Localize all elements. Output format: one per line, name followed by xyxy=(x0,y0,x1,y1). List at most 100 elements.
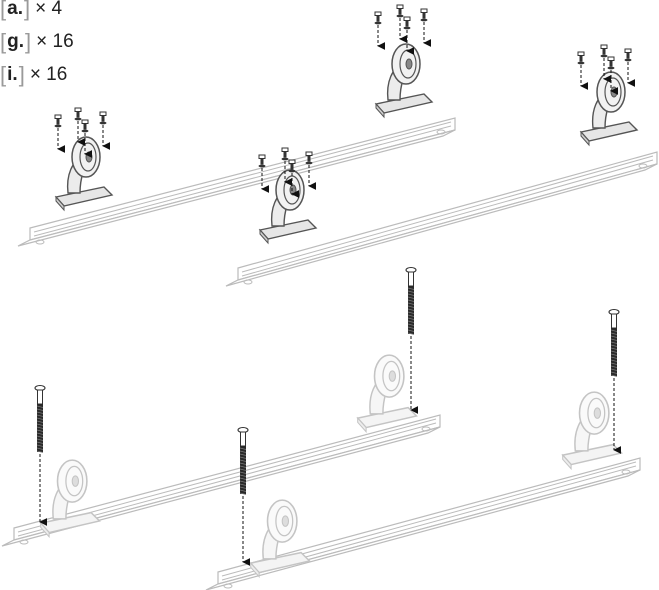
bolt-icon xyxy=(578,52,585,86)
long-bolt-neck xyxy=(612,314,617,328)
bolt-shank xyxy=(377,16,380,22)
long-bolt-icon xyxy=(35,386,45,523)
bolt-shank xyxy=(423,13,426,19)
bolt-shank xyxy=(102,116,105,122)
long-bolt-neck xyxy=(409,272,414,286)
bolt-head xyxy=(404,17,410,21)
caster-upper-a xyxy=(56,137,112,210)
bolt-shank xyxy=(627,53,630,59)
washer-icon xyxy=(100,122,107,125)
bolt-icon xyxy=(625,49,632,83)
part-quantity: × 4 xyxy=(35,0,62,20)
bolt-head xyxy=(289,160,295,164)
bolt-shank xyxy=(291,164,294,170)
washer-icon xyxy=(625,59,632,62)
long-bolt-neck xyxy=(38,390,43,404)
caster-plate xyxy=(563,445,622,465)
bracket-close: ] xyxy=(25,29,31,55)
washer-icon xyxy=(608,67,615,70)
washer-icon xyxy=(55,125,62,128)
part-quantity: × 16 xyxy=(36,31,74,53)
bolt-shank xyxy=(603,49,606,55)
washer-icon xyxy=(306,162,313,165)
drawing-layer xyxy=(2,5,657,590)
bolt-head xyxy=(100,112,106,116)
washer-icon xyxy=(397,15,404,18)
bolt-icon xyxy=(397,5,404,39)
bolt-head xyxy=(55,115,61,119)
rail-top-face xyxy=(30,118,455,240)
bolt-shank xyxy=(610,61,613,67)
bolt-icon xyxy=(421,9,428,43)
bracket-close: ] xyxy=(19,62,25,88)
bolt-shank xyxy=(580,56,583,62)
caster-axle xyxy=(594,408,600,419)
caster-lower-b xyxy=(358,355,417,432)
bolt-shank xyxy=(406,21,409,27)
bolt-head xyxy=(82,120,88,124)
part-row-i: [i.]× 16 xyxy=(0,58,74,91)
bolt-icon xyxy=(100,112,107,146)
part-row-g: [g.]× 16 xyxy=(0,25,74,58)
bolt-head xyxy=(306,152,312,156)
bolt-icon xyxy=(75,108,82,142)
rail-groove xyxy=(34,122,451,232)
bolt-head xyxy=(625,49,631,53)
bolt-icon xyxy=(55,115,62,149)
rail-groove xyxy=(242,156,653,272)
caster-plate xyxy=(56,187,112,206)
washer-icon xyxy=(404,27,411,30)
bolt-head xyxy=(601,45,607,49)
washer-icon xyxy=(421,19,428,22)
caster-axle xyxy=(290,185,296,195)
bolt-shank xyxy=(399,9,402,15)
bolt-head xyxy=(282,148,288,152)
caster-plate xyxy=(260,220,316,239)
caster-axle xyxy=(611,87,617,97)
washer-icon xyxy=(578,62,585,65)
parts-list: [a.]× 4 [g.]× 16 [i.]× 16 xyxy=(0,0,74,91)
long-bolt-icon xyxy=(238,428,248,563)
part-label: i. xyxy=(6,64,19,86)
caster-plate xyxy=(581,122,637,141)
rail-groove xyxy=(242,160,653,276)
washer-icon xyxy=(259,165,266,168)
washer-icon xyxy=(289,170,296,173)
caster-axle xyxy=(86,152,92,162)
long-bolt-icon xyxy=(609,310,619,451)
caster-axle xyxy=(389,371,395,382)
bolt-head xyxy=(578,52,584,56)
washer-icon xyxy=(601,55,608,58)
bolt-shank xyxy=(261,159,264,165)
caster-axle xyxy=(282,516,288,527)
bolt-shank xyxy=(308,156,311,162)
part-label: a. xyxy=(6,0,24,20)
part-label: g. xyxy=(6,31,25,53)
long-bolt-neck xyxy=(241,432,246,446)
bolt-shank xyxy=(284,152,287,158)
caster-axle xyxy=(72,476,78,487)
bolt-shank xyxy=(77,112,80,118)
caster-upper-d xyxy=(581,72,637,145)
bolt-head xyxy=(375,12,381,16)
bolt-head xyxy=(397,5,403,9)
bolt-head xyxy=(75,108,81,112)
bolt-shank xyxy=(57,119,60,125)
washer-icon xyxy=(82,130,89,133)
part-row-a: [a.]× 4 xyxy=(0,0,74,25)
bracket-close: ] xyxy=(24,0,30,22)
long-bolt-icon xyxy=(406,268,416,411)
bolt-head xyxy=(259,155,265,159)
washer-icon xyxy=(375,22,382,25)
caster-lower-c xyxy=(251,500,310,577)
caster-axle xyxy=(406,59,412,69)
part-quantity: × 16 xyxy=(30,64,68,86)
washer-icon xyxy=(282,158,289,161)
caster-lower-a xyxy=(41,460,100,537)
caster-plate xyxy=(376,94,432,113)
rail-slot xyxy=(244,280,252,284)
caster-lower-d xyxy=(563,392,622,469)
bolt-shank xyxy=(84,124,87,130)
bolt-head xyxy=(421,9,427,13)
